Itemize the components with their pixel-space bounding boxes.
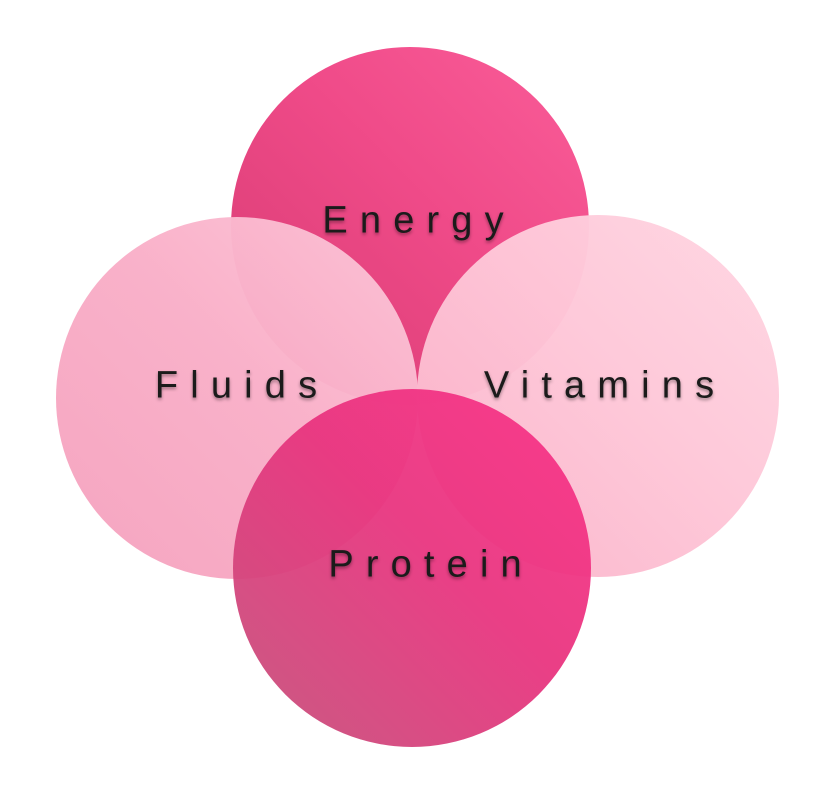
vitamins-label: Vitamins: [483, 364, 727, 407]
protein-label: Protein: [328, 543, 534, 586]
fluids-label: Fluids: [154, 364, 330, 407]
protein-circle: [233, 389, 591, 747]
energy-label: Energy: [322, 199, 516, 242]
